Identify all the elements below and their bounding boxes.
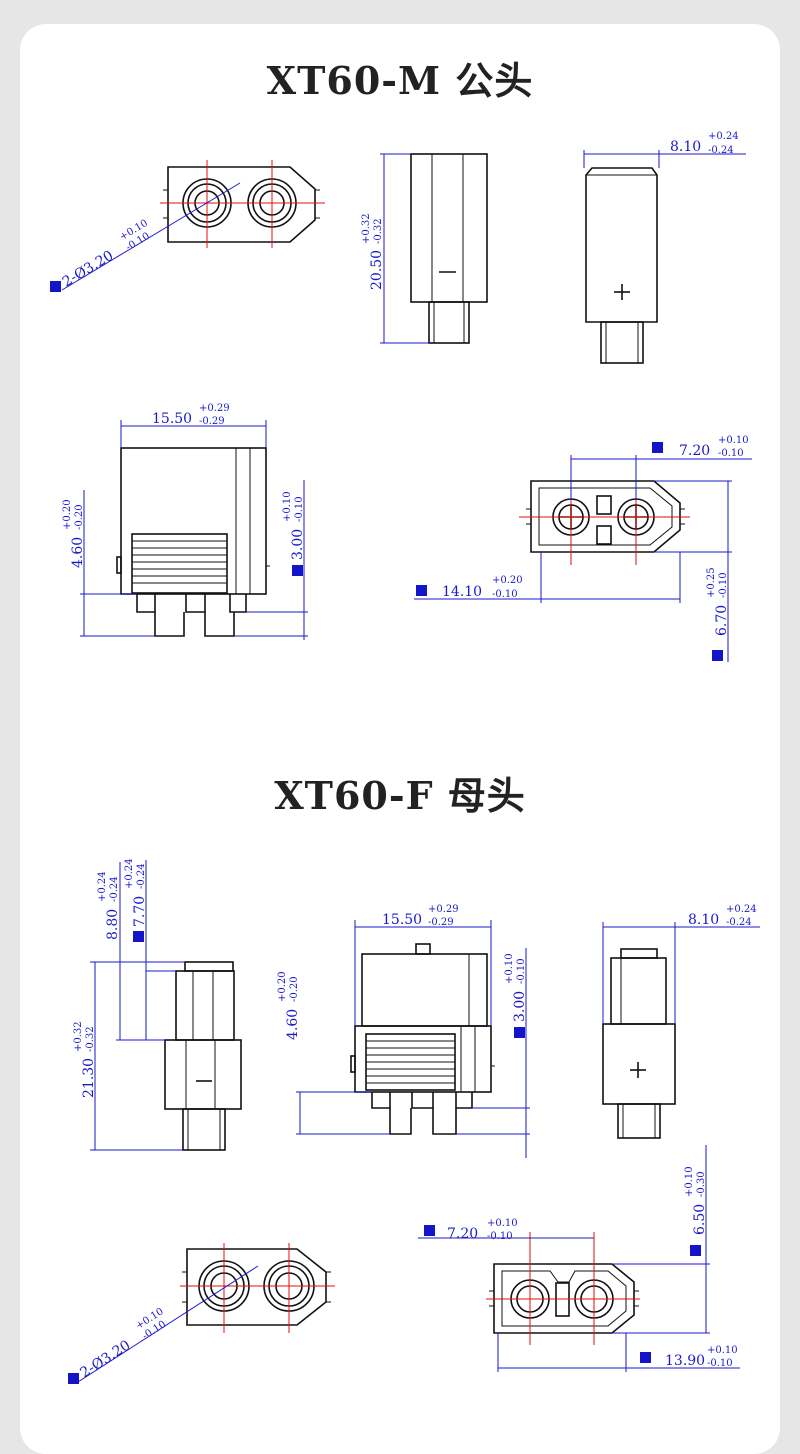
m-width-tol-minus: -0.24: [708, 145, 734, 156]
m-pin-length-tol-minus: -0.20: [74, 504, 85, 530]
female-mating-face-view: 7.20 +0.10 -0.10 6.50 +0.10 -0.30 13.90 …: [418, 1145, 740, 1372]
f-face-width-value: 13.90: [665, 1353, 705, 1369]
m-pin-offset-tol-plus: +0.10: [282, 491, 293, 522]
male-mating-face-view: 7.20 +0.10 -0.10 14.10 +0.20 -0.10 6.70 …: [414, 435, 752, 662]
f-top-b-tol-plus: +0.24: [124, 858, 135, 889]
f-top-b-value: 7.70: [132, 896, 148, 927]
f-face-width-tol-plus: +0.10: [707, 1345, 738, 1356]
f-hole-value: 2-Ø3.20: [77, 1337, 133, 1381]
f-pin-offset-tol-minus: -0.10: [516, 958, 527, 984]
m-face-height-tol-plus: +0.25: [706, 567, 717, 598]
f-face-height-tol-minus: -0.30: [696, 1171, 707, 1197]
svg-text:2-Ø3.20: 2-Ø3.20: [60, 248, 116, 291]
f-face-height-value: 6.50: [692, 1204, 708, 1235]
f-side-height-tol-plus: +0.32: [73, 1021, 84, 1052]
f-top-a-tol-plus: +0.24: [97, 871, 108, 902]
m-pin-offset-tol-minus: -0.10: [294, 496, 305, 522]
m-width-tol-plus: +0.24: [708, 131, 739, 142]
m-side-height-value: 20.50: [369, 250, 385, 290]
m-face-height-tol-minus: -0.10: [718, 572, 729, 598]
m-pitch-tol-minus: -0.10: [718, 448, 744, 459]
dimension-drawing: XT60-M 公头 2-Ø3.20 +0.10 -0.10 20.50 +0: [50, 58, 760, 1384]
female-side-view: 21.30 +0.32 -0.32 8.80 +0.24 -0.24 7.70 …: [73, 858, 242, 1151]
f-top-a-tol-minus: -0.24: [109, 876, 120, 902]
f-pitch-value: 7.20: [447, 1226, 478, 1242]
f-side-height-value: 21.30: [81, 1058, 97, 1098]
m-face-width-tol-plus: +0.20: [492, 575, 523, 586]
male-front-face-view: 2-Ø3.20 +0.10 -0.10: [50, 160, 325, 292]
m-width-value: 8.10: [670, 139, 701, 155]
f-face-width-tol-minus: -0.10: [707, 1358, 733, 1369]
f-face-height-tol-plus: +0.10: [684, 1166, 695, 1197]
male-body-view: 15.50 +0.29 -0.29 4.60 +0.20 -0.20 3.00 …: [62, 403, 308, 640]
m-face-width-value: 14.10: [442, 584, 482, 600]
f-width-tol-plus: +0.24: [726, 904, 757, 915]
f-top-a-value: 8.80: [105, 909, 121, 940]
m-hole-value: 2-Ø3.20: [60, 248, 116, 291]
f-pin-length-tol-minus: -0.20: [289, 976, 300, 1002]
title-female: XT60-F 母头: [274, 773, 526, 818]
f-pin-length-value: 4.60: [285, 1009, 301, 1040]
f-top-b-tol-minus: -0.24: [136, 863, 147, 889]
m-pitch-tol-plus: +0.10: [718, 435, 749, 446]
m-pin-length-value: 4.60: [70, 537, 86, 568]
f-body-width-tol-plus: +0.29: [428, 904, 459, 915]
m-body-width-tol-minus: -0.29: [199, 416, 225, 427]
m-pin-offset-value: 3.00: [290, 529, 306, 560]
f-width-tol-minus: -0.24: [726, 917, 752, 928]
m-face-width-tol-minus: -0.10: [492, 589, 518, 600]
f-pin-length-tol-plus: +0.20: [277, 971, 288, 1002]
m-face-height-value: 6.70: [714, 605, 730, 636]
m-body-width-tol-plus: +0.29: [199, 403, 230, 414]
f-side-height-tol-minus: -0.32: [85, 1026, 96, 1052]
drawing-card: [20, 24, 780, 1454]
female-front-face-view: 2-Ø3.20 +0.10 -0.10: [68, 1243, 335, 1384]
f-pin-offset-value: 3.00: [512, 991, 528, 1022]
female-end-view: 8.10 +0.24 -0.24: [602, 904, 760, 1139]
f-body-width-tol-minus: -0.29: [428, 917, 454, 928]
f-pitch-tol-plus: +0.10: [487, 1218, 518, 1229]
male-end-view: 8.10 +0.24 -0.24: [583, 131, 746, 364]
f-pin-offset-tol-plus: +0.10: [504, 953, 515, 984]
f-pitch-tol-minus: -0.10: [487, 1231, 513, 1242]
m-pin-length-tol-plus: +0.20: [62, 499, 73, 530]
f-body-width-value: 15.50: [382, 912, 422, 928]
male-side-view: 20.50 +0.32 -0.32: [361, 153, 488, 344]
m-body-width-value: 15.50: [152, 411, 192, 427]
m-pitch-value: 7.20: [679, 443, 710, 459]
female-body-view: 15.50 +0.29 -0.29 4.60 +0.20 -0.20 3.00 …: [277, 904, 530, 1158]
m-side-height-tol-plus: +0.32: [361, 213, 372, 244]
f-width-value: 8.10: [688, 912, 719, 928]
m-side-height-tol-minus: -0.32: [373, 218, 384, 244]
title-male: XT60-M 公头: [267, 58, 534, 103]
